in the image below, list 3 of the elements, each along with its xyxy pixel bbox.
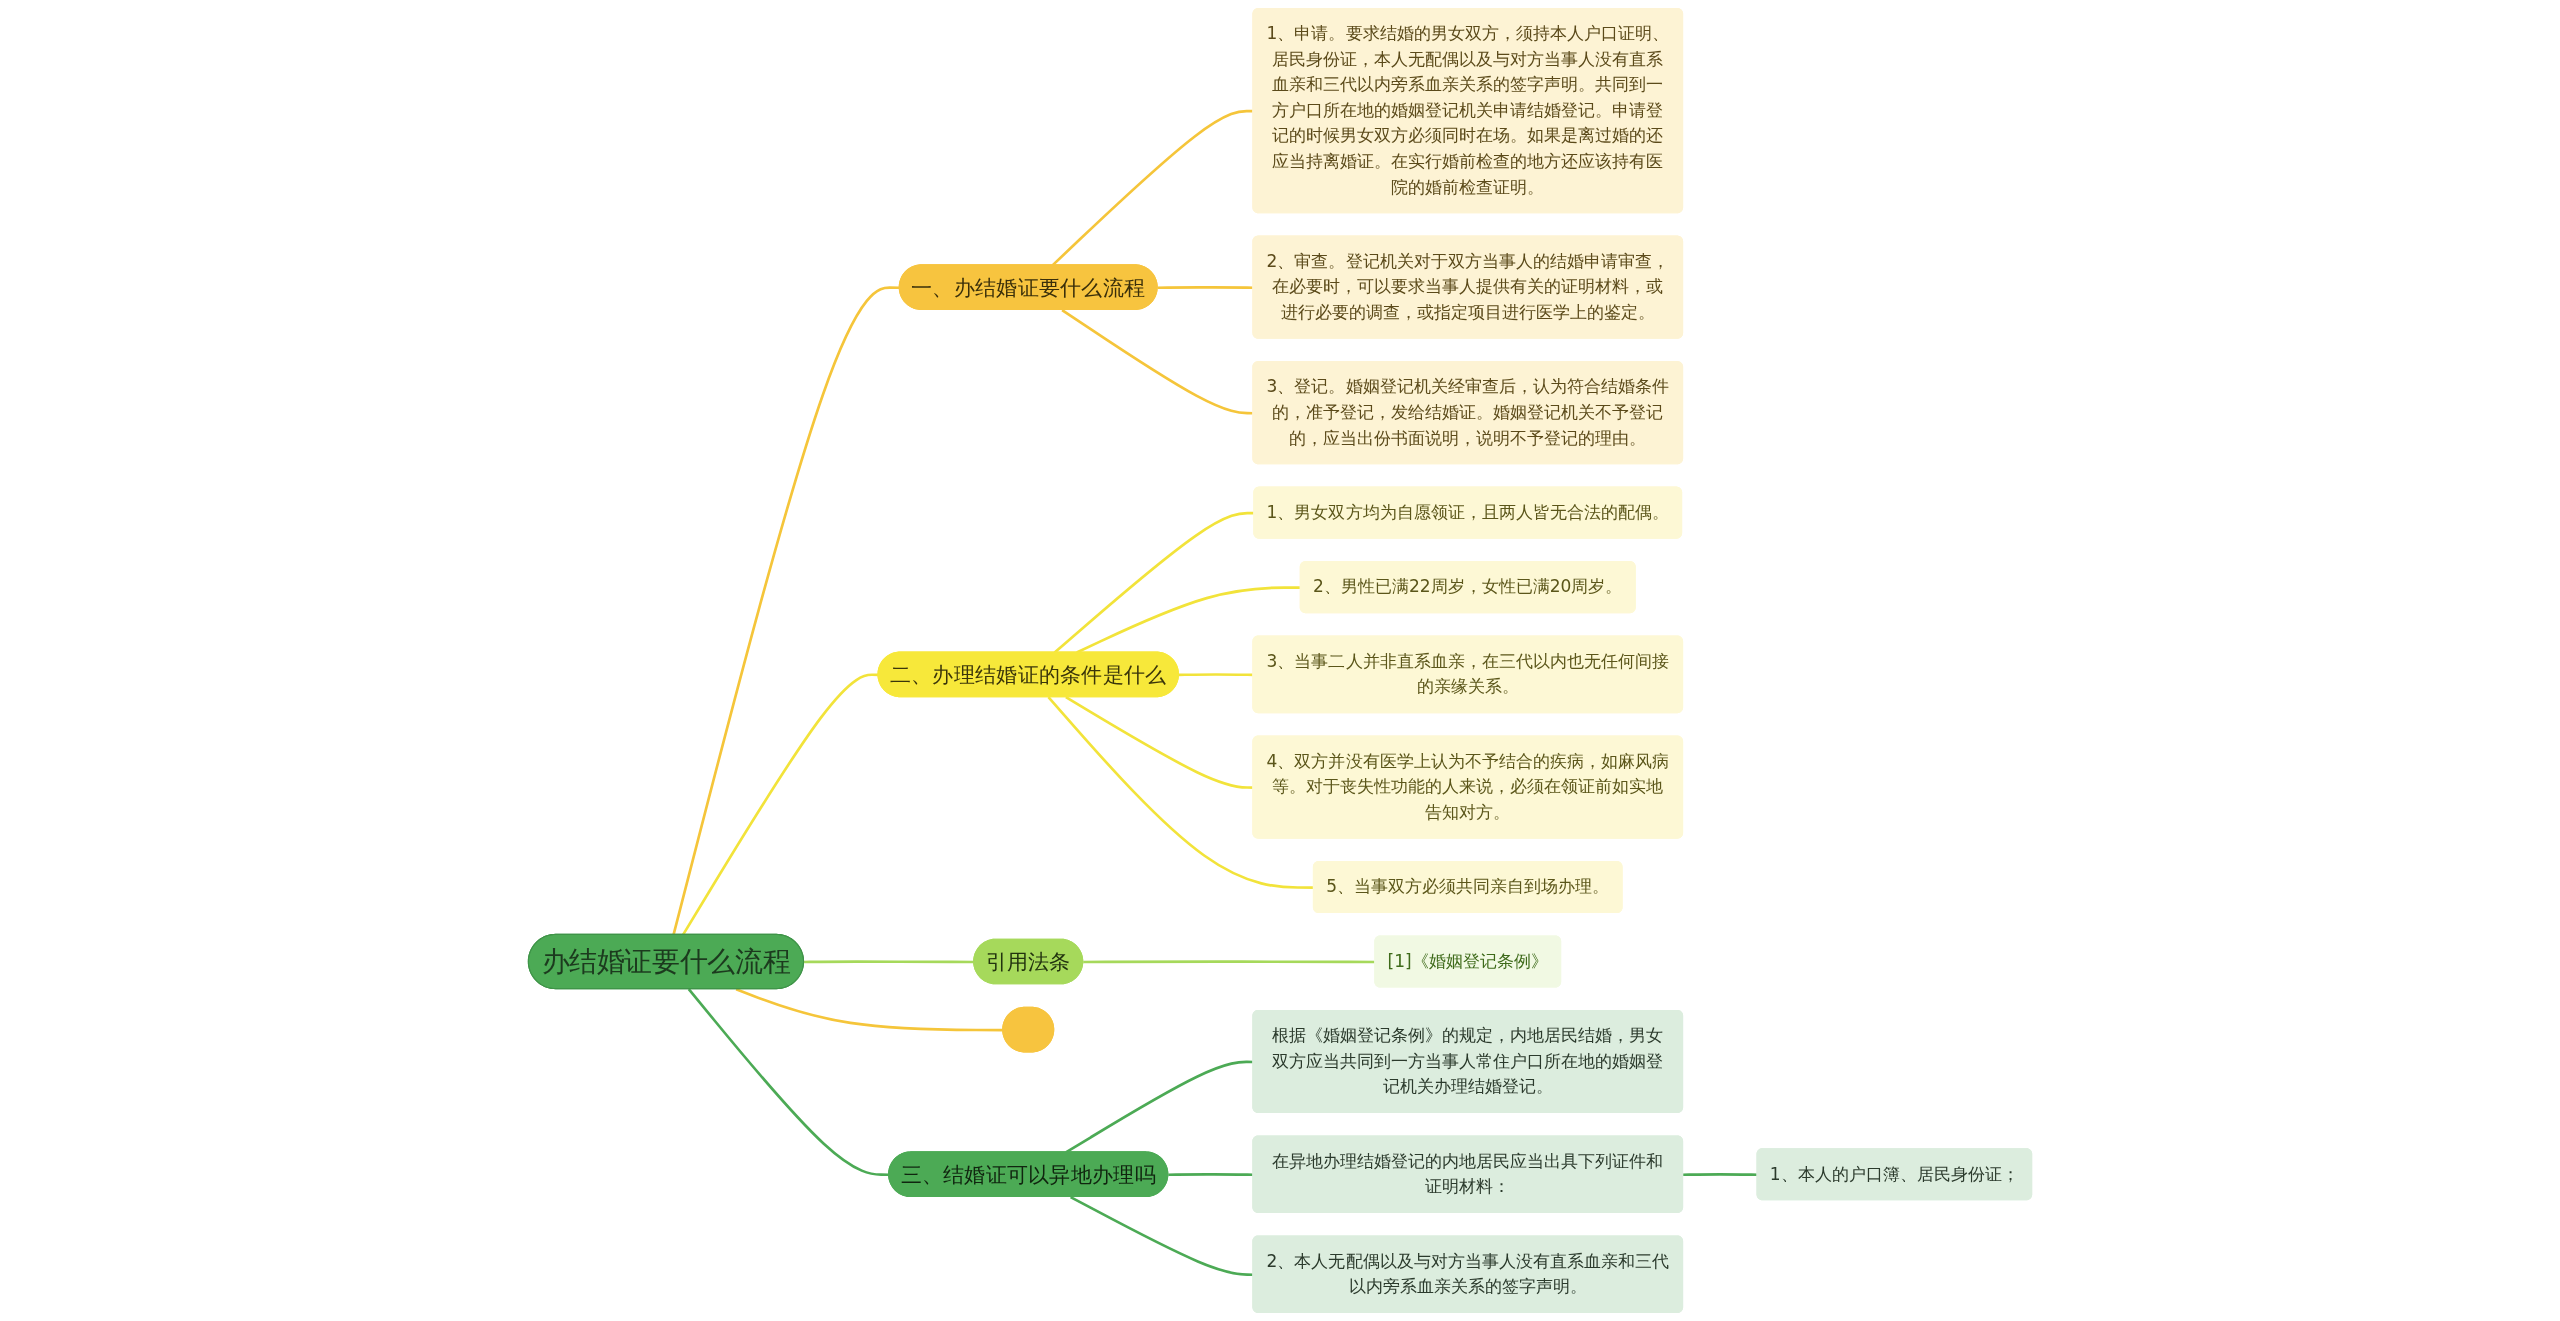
- connector: [1683, 1173, 1758, 1177]
- connector: [672, 286, 900, 936]
- connector: [1047, 696, 1314, 889]
